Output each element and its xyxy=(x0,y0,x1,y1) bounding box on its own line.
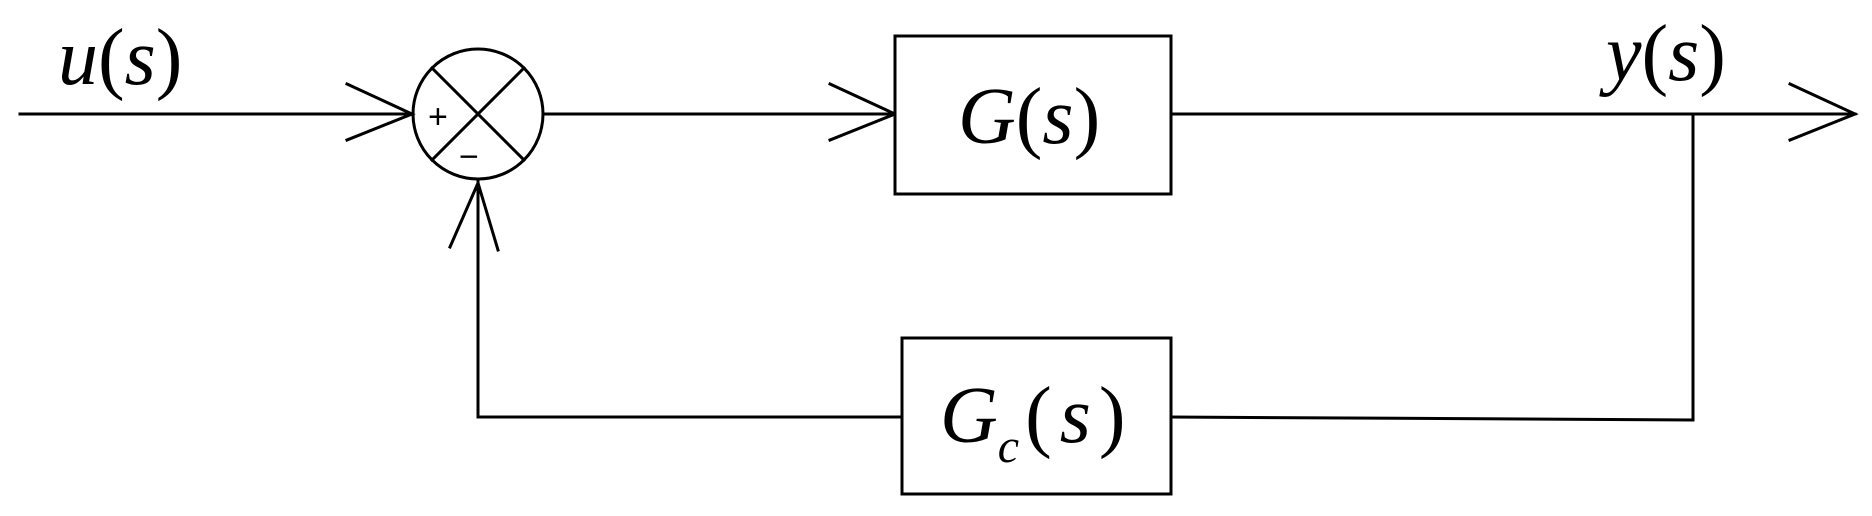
feedback-block-frame xyxy=(900,336,1173,496)
input-arrowhead xyxy=(345,82,416,142)
feedback-arrowhead xyxy=(448,178,500,252)
summing-junction: + − xyxy=(411,47,545,181)
feedback-block-label: Gc(s) xyxy=(940,372,1126,473)
input-signal-label: u(s) xyxy=(58,14,182,102)
output-signal-label: y(s) xyxy=(1599,10,1726,98)
minus-sign: − xyxy=(459,138,479,176)
output-arrowhead xyxy=(1788,82,1859,142)
forward-arrowhead xyxy=(828,82,899,142)
plus-sign: + xyxy=(428,98,448,136)
forward-block: G(s) xyxy=(893,34,1173,196)
feedback-block: Gc(s) xyxy=(900,336,1173,496)
feedback-return-line xyxy=(1169,415,1695,422)
forward-block-label: G(s) xyxy=(958,73,1100,161)
forward-block-frame xyxy=(893,34,1173,196)
